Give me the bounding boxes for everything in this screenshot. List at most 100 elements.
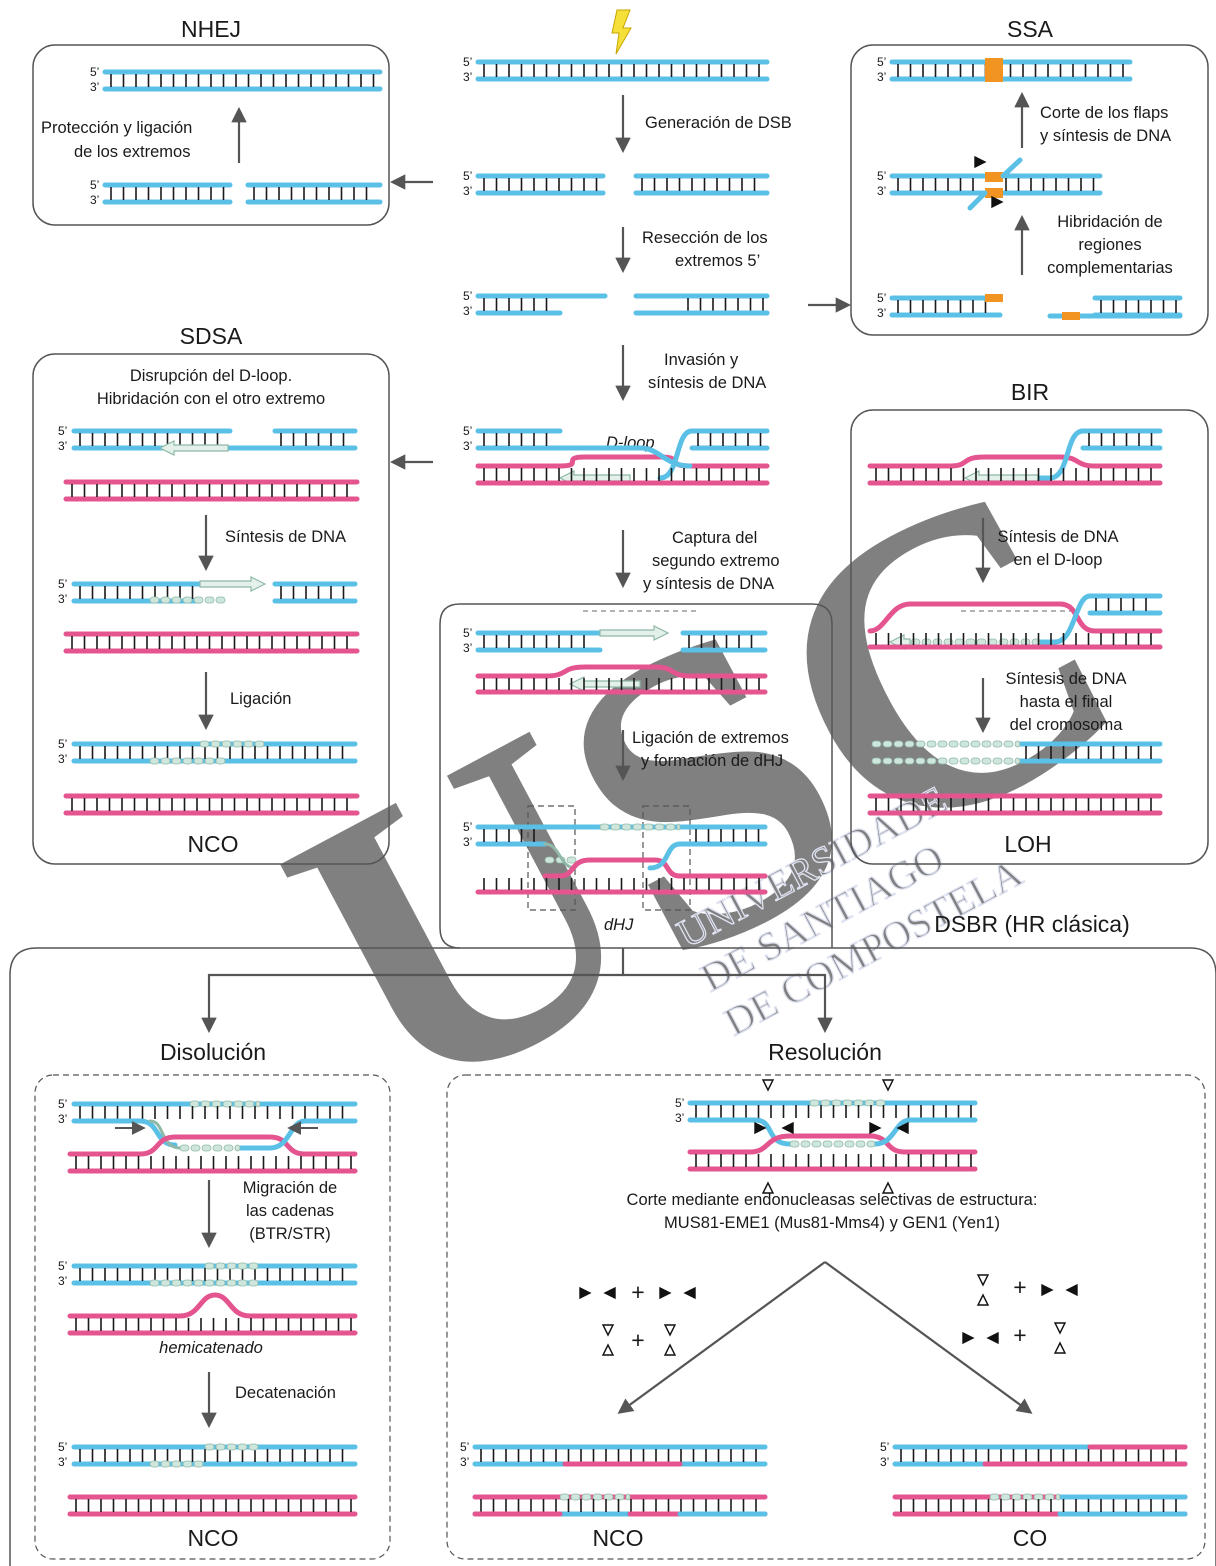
bir-title: BIR xyxy=(1011,379,1049,405)
five-prime-label: 5’ xyxy=(880,1440,889,1454)
five-prime-label: 5’ xyxy=(58,1440,67,1454)
base-pairs xyxy=(281,433,344,446)
five-prime-label: 5’ xyxy=(463,169,472,183)
three-prime-label: 3’ xyxy=(877,306,886,320)
cleavage-triangle-icon xyxy=(603,1345,613,1355)
synthesized-dna xyxy=(150,758,225,764)
five-prime-label: 5’ xyxy=(90,178,99,192)
base-pairs xyxy=(898,64,1123,77)
cleavage-triangle-icon xyxy=(975,157,985,167)
sdsa-step1-label-2: Hibridación con el otro extremo xyxy=(97,390,325,408)
five-prime-label: 5’ xyxy=(463,626,472,640)
base-pairs xyxy=(698,433,761,446)
five-prime-label: 5’ xyxy=(463,55,472,69)
synthesized-dna xyxy=(600,824,680,830)
three-prime-label: 3’ xyxy=(463,835,472,849)
complementary-region xyxy=(985,172,1003,182)
base-pairs xyxy=(80,433,218,446)
sdsa-synthesis-arrow xyxy=(200,577,265,591)
bir-step1-label-2: en el D-loop xyxy=(1014,551,1103,569)
nhej-step-label-2: de los extremos xyxy=(74,143,190,161)
three-prime-label: 3’ xyxy=(58,1455,67,1469)
ssa-title: SSA xyxy=(1007,16,1054,42)
base-pairs xyxy=(898,178,973,191)
center-step5-label-1: Ligación de extremos xyxy=(632,729,789,747)
bir-step2-label-2: hasta el final xyxy=(1020,693,1113,711)
sdsa-step1-label-1: Disrupción del D-loop. xyxy=(130,367,292,385)
three-prime-label: 3’ xyxy=(463,304,472,318)
five-prime-label: 5’ xyxy=(460,1440,469,1454)
cleavage-triangle-icon xyxy=(870,1123,880,1133)
five-prime-label: 5’ xyxy=(877,55,886,69)
base-pairs xyxy=(1006,178,1094,191)
dna-strand xyxy=(660,431,692,478)
svg-text:USC: USC xyxy=(224,387,1184,1192)
base-pairs xyxy=(111,187,224,200)
base-pairs xyxy=(72,636,347,649)
three-prime-label: 3’ xyxy=(460,1455,469,1469)
cleavage-triangle-icon xyxy=(580,1288,590,1298)
base-pairs xyxy=(898,300,986,313)
three-prime-label: 3’ xyxy=(877,184,886,198)
plus-sign: + xyxy=(631,1279,644,1305)
cleavage-triangle-icon xyxy=(978,1295,988,1305)
complementary-region xyxy=(985,188,1003,198)
five-prime-label: 5’ xyxy=(58,737,67,751)
synthesized-dna xyxy=(790,1141,875,1147)
cleavage-triangle-icon xyxy=(783,1123,793,1133)
sdsa-outcome: NCO xyxy=(187,831,238,857)
base-pairs xyxy=(254,187,367,200)
five-prime-label: 5’ xyxy=(90,65,99,79)
ssa-step1-label-3: complementarias xyxy=(1047,259,1173,277)
three-prime-label: 3’ xyxy=(58,1274,67,1288)
plus-sign: + xyxy=(1013,1274,1026,1300)
base-pairs xyxy=(696,1105,971,1118)
base-pairs xyxy=(76,1318,351,1331)
bir-step1-label-1: Síntesis de DNA xyxy=(997,528,1118,546)
base-pairs xyxy=(901,1449,1176,1462)
cleavage-triangle-icon xyxy=(605,1288,615,1298)
cleavage-triangle-icon xyxy=(1055,1323,1065,1333)
cleavage-triangle-icon xyxy=(660,1288,670,1298)
synthesized-dna xyxy=(872,741,1020,747)
five-prime-label: 5’ xyxy=(877,169,886,183)
cleavage-triangle-icon xyxy=(963,1333,973,1343)
base-pairs xyxy=(1089,433,1152,446)
ssa-step2-label-2: y síntesis de DNA xyxy=(1040,127,1171,145)
dis-step1-label-2: las cadenas xyxy=(246,1202,334,1220)
base-pairs xyxy=(484,178,597,191)
cleavage-triangle-icon xyxy=(883,1183,893,1193)
disolucion-outcome: NCO xyxy=(187,1525,238,1551)
base-pairs xyxy=(1096,598,1146,611)
base-pairs xyxy=(484,468,759,481)
base-pairs xyxy=(481,1449,756,1462)
plus-sign: + xyxy=(1013,1322,1026,1348)
dna-strand xyxy=(70,1295,355,1316)
center-step5-label-2: y formación de dHJ xyxy=(641,752,783,770)
five-prime-label: 5’ xyxy=(463,424,472,438)
sdsa-step3-label: Ligación xyxy=(230,690,291,708)
base-pairs xyxy=(80,1449,343,1462)
resolucion-text-2: MUS81-EME1 (Mus81-Mms4) y GEN1 (Yen1) xyxy=(664,1214,1000,1232)
branch-arrow xyxy=(825,1262,1030,1412)
cleavage-triangle-icon xyxy=(665,1325,675,1335)
base-pairs xyxy=(72,484,347,497)
three-prime-label: 3’ xyxy=(58,752,67,766)
cleavage-triangle-icon xyxy=(992,197,1002,207)
complementary-region xyxy=(985,58,1003,82)
five-prime-label: 5’ xyxy=(463,820,472,834)
ssa-step1-label-1: Hibridación de xyxy=(1057,213,1162,231)
sdsa-step2-label: Síntesis de DNA xyxy=(225,528,346,546)
resolucion-title: Resolución xyxy=(768,1039,882,1065)
resolucion-text-1: Corte mediante endonucleasas selectivas … xyxy=(627,1191,1038,1209)
synthesized-dna xyxy=(872,758,1020,764)
synthesized-dna xyxy=(180,1145,240,1151)
three-prime-label: 3’ xyxy=(58,439,67,453)
bir-step2-label-1: Síntesis de DNA xyxy=(1005,670,1126,688)
dis-step2-label: Decatenación xyxy=(235,1384,336,1402)
base-pairs xyxy=(484,433,547,446)
five-prime-label: 5’ xyxy=(463,289,472,303)
dis-step1-label-1: Migración de xyxy=(243,1179,337,1197)
synthesized-dna xyxy=(205,1444,258,1450)
bir-step2-label-3: del cromosoma xyxy=(1010,716,1124,734)
